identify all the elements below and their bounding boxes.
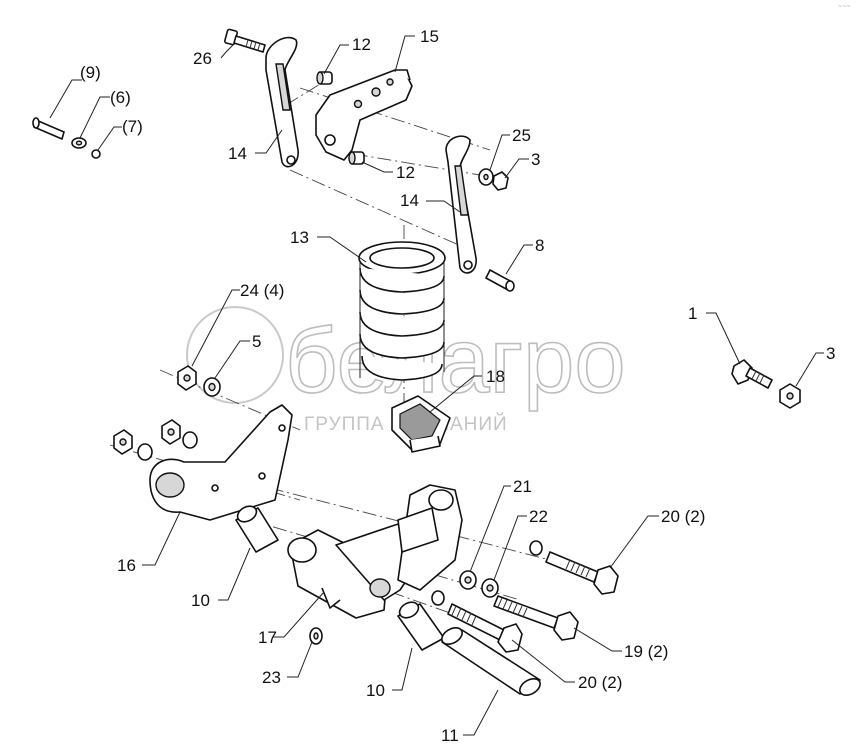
sleeve-11 xyxy=(441,627,541,696)
callout-23: 23 xyxy=(262,668,281,687)
watermark-logo-ring xyxy=(186,306,284,404)
nut-24-washer-5 xyxy=(177,365,221,397)
bushing-12-lower xyxy=(348,151,365,165)
cotter-7 xyxy=(91,149,101,159)
bracket-16 xyxy=(149,404,293,521)
watermark-brand: белагро xyxy=(285,310,626,412)
bolt-20-upper xyxy=(545,551,619,595)
link-14-left xyxy=(265,36,299,168)
callout-20-lower: 20 (2) xyxy=(578,673,622,692)
bolt-1-nut-3 xyxy=(731,359,801,409)
callout-6: (6) xyxy=(110,88,131,107)
callout-21: 21 xyxy=(513,477,532,496)
callout-22: 22 xyxy=(529,507,548,526)
bolt-26 xyxy=(224,28,266,53)
leader-lines xyxy=(49,35,824,736)
plate-15 xyxy=(315,69,413,161)
callout-19: 19 (2) xyxy=(624,642,668,661)
seat-18 xyxy=(391,395,451,453)
callout-11: 11 xyxy=(441,726,459,745)
callout-16: 16 xyxy=(117,556,136,575)
callout-13: 13 xyxy=(290,228,309,247)
callout-1: 1 xyxy=(688,304,697,323)
callout-26: 26 xyxy=(193,49,212,68)
callout-20-upper: 20 (2) xyxy=(661,507,705,526)
pin-8 xyxy=(485,269,515,292)
callout-24: 24 (4) xyxy=(240,281,284,300)
callout-25: 25 xyxy=(512,126,531,145)
callout-12-lower: 12 xyxy=(396,163,415,182)
link-14-right xyxy=(445,135,477,274)
callout-3-right: 3 xyxy=(826,344,835,363)
pin-assembly-left xyxy=(32,117,101,159)
nut-washer-row xyxy=(113,419,198,461)
callout-14-left: 14 xyxy=(228,144,247,163)
corner-mark: ~~~ xyxy=(838,4,851,10)
callout-5: 5 xyxy=(252,332,261,351)
bolt-20-lower xyxy=(447,603,523,653)
callout-18: 18 xyxy=(486,367,505,386)
callout-15: 15 xyxy=(420,27,439,46)
washer-23 xyxy=(309,627,323,645)
bolt-19 xyxy=(493,595,579,641)
washer-25-nut-3 xyxy=(478,168,509,191)
callout-10-right: 10 xyxy=(366,681,385,700)
bushing-10-left xyxy=(235,505,279,553)
bushing-10-right xyxy=(397,601,445,651)
spring-13 xyxy=(358,241,446,381)
callout-labels: 26 12 15 (9) (6) (7) 14 12 25 3 14 13 8 … xyxy=(80,27,835,745)
callout-14-right: 14 xyxy=(400,191,419,210)
housing-17 xyxy=(287,484,463,619)
callout-7: (7) xyxy=(122,117,143,136)
callout-3-top: 3 xyxy=(531,150,540,169)
callout-10-left: 10 xyxy=(191,591,210,610)
callout-17: 17 xyxy=(258,628,277,647)
callout-8: 8 xyxy=(535,236,544,255)
callout-12-upper: 12 xyxy=(352,35,371,54)
callout-9: (9) xyxy=(80,63,101,82)
washers-21-22 xyxy=(431,540,543,606)
